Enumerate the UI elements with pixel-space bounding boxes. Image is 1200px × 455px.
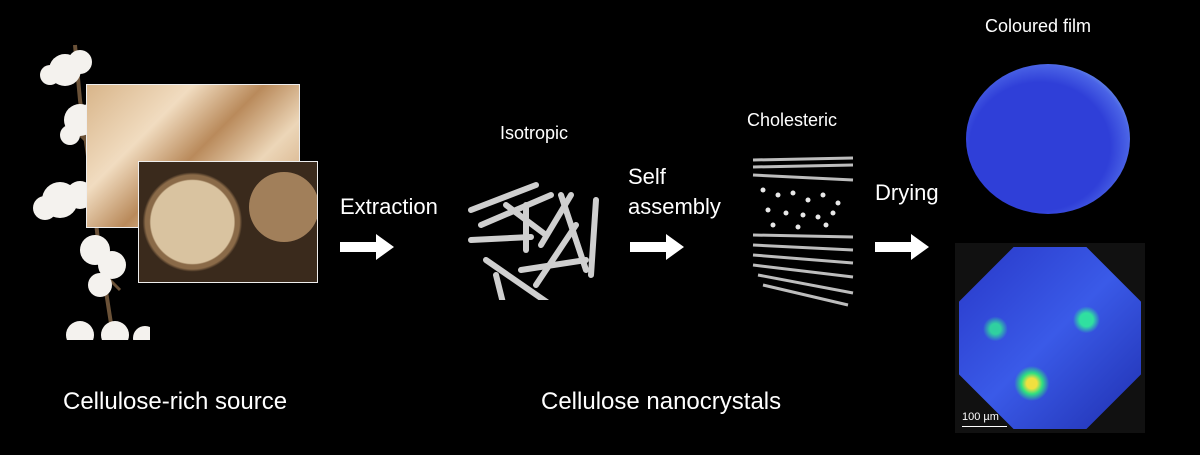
- drying-arrow-icon: [875, 234, 929, 260]
- extraction-arrow-icon: [340, 234, 394, 260]
- isotropic-title: Isotropic: [500, 123, 569, 143]
- source-caption: Cellulose-rich source: [63, 388, 288, 415]
- film-micrograph: 100 µm: [955, 243, 1145, 433]
- drying-label: Drying: [875, 180, 939, 205]
- wood-logs-image: [138, 161, 318, 283]
- self-assembly-arrow-icon: [630, 234, 684, 260]
- nanocrystals-caption: Cellulose nanocrystals: [541, 388, 782, 415]
- cholesteric-rods-illustration: [752, 156, 854, 307]
- self-assembly-label-line1: Self: [628, 164, 666, 189]
- isotropic-rods-illustration: [468, 182, 599, 300]
- extraction-label: Extraction: [340, 194, 438, 219]
- coloured-film-title: Coloured film: [985, 16, 1092, 36]
- self-assembly-label-line2: assembly: [628, 194, 721, 219]
- scale-bar-label: 100 µm: [962, 411, 999, 423]
- coloured-film-photo: [966, 64, 1130, 214]
- scale-bar: [962, 426, 1007, 427]
- cholesteric-title: Cholesteric: [747, 110, 838, 130]
